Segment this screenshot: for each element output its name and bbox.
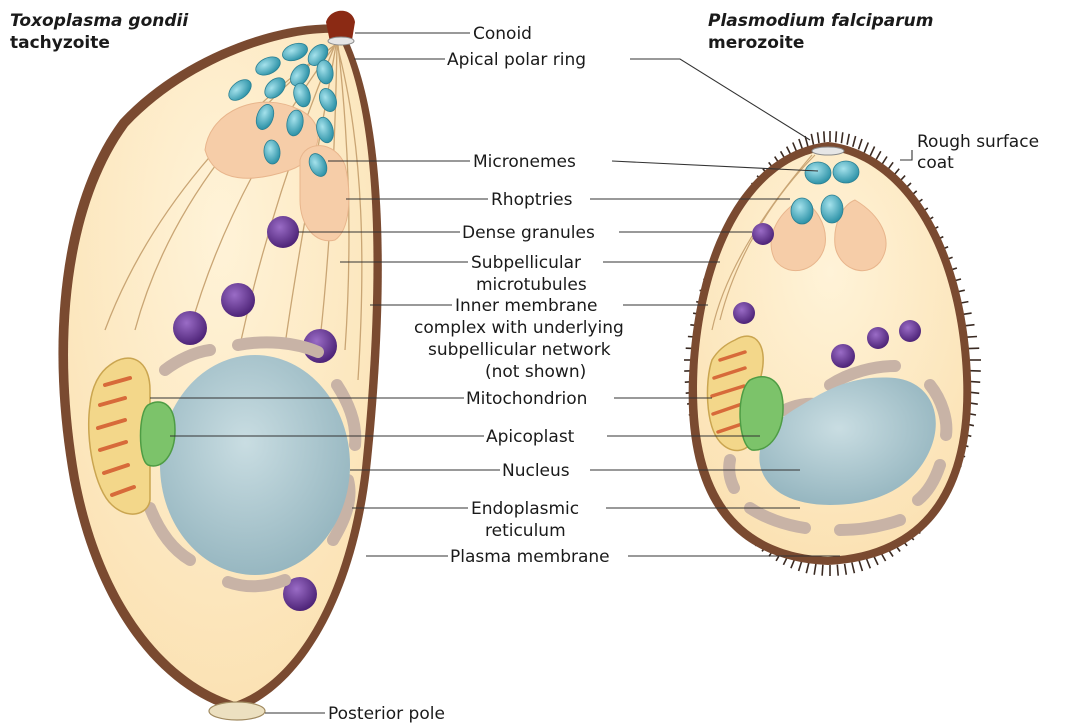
label-imc-1: Inner membrane (455, 296, 597, 316)
surface-coat-spike (811, 134, 813, 145)
label-apicoplast: Apicoplast (486, 427, 575, 447)
plasmodium-subtitle: merozoite (708, 33, 804, 53)
surface-coat-spike (799, 561, 802, 572)
label-posterior-pole: Posterior pole (328, 704, 445, 723)
label-er-1: Endoplasmic (471, 499, 579, 519)
plasmodium-apical-polar-ring (812, 147, 844, 155)
toxoplasma-nucleus (160, 355, 350, 575)
label-rhoptries: Rhoptries (491, 190, 573, 210)
plasmodium-cell (684, 131, 981, 576)
surface-coat-spike (822, 565, 823, 576)
toxoplasma-conoid (326, 11, 355, 45)
toxoplasma-posterior-pole (209, 702, 265, 720)
surface-coat-spike (818, 132, 820, 143)
surface-coat-spike (814, 564, 816, 575)
surface-coat-spike (852, 563, 855, 574)
label-plasma-membrane: Plasma membrane (450, 547, 610, 567)
surface-coat-spike (799, 139, 803, 149)
toxoplasma-cell (58, 11, 381, 720)
surface-coat-spike (870, 147, 875, 157)
surface-coat-spike (866, 558, 870, 568)
label-rough-surface-2: coat (917, 153, 954, 173)
titles: Toxoplasma gondii tachyzoite Plasmodium … (10, 11, 933, 53)
label-imc-2: complex with underlying (414, 318, 624, 338)
toxoplasma-title: Toxoplasma gondii (10, 11, 189, 31)
surface-coat-spike (847, 134, 849, 145)
surface-coat-spike (824, 131, 825, 142)
label-er-2: reticulum (485, 521, 566, 541)
label-rough-surface-1: Rough surface (917, 132, 1039, 152)
surface-coat-spike (837, 565, 838, 576)
surface-coat-spike (859, 139, 863, 149)
toxoplasma-subtitle: tachyzoite (10, 33, 110, 53)
label-apical-polar-ring: Apical polar ring (447, 50, 586, 70)
surface-coat-spike (806, 563, 809, 574)
label-nucleus: Nucleus (502, 461, 570, 481)
surface-coat-spike (859, 561, 862, 572)
label-imc-3: subpellicular network (428, 340, 611, 360)
surface-coat-spike (841, 132, 842, 143)
label-dense-granules: Dense granules (462, 223, 595, 243)
label-conoid: Conoid (473, 24, 532, 44)
label-imc-4: (not shown) (485, 362, 586, 382)
plasmodium-title: Plasmodium falciparum (708, 11, 933, 31)
label-subpellicular-1: Subpellicular (471, 253, 581, 273)
surface-coat-spike (836, 131, 837, 142)
surface-coat-spike (845, 564, 847, 575)
label-mitochondrion: Mitochondrion (466, 389, 587, 409)
surface-coat-spike (864, 143, 868, 153)
label-subpellicular-2: microtubules (476, 275, 587, 295)
surface-coat-spike (853, 136, 856, 147)
label-micronemes: Micronemes (473, 152, 576, 172)
